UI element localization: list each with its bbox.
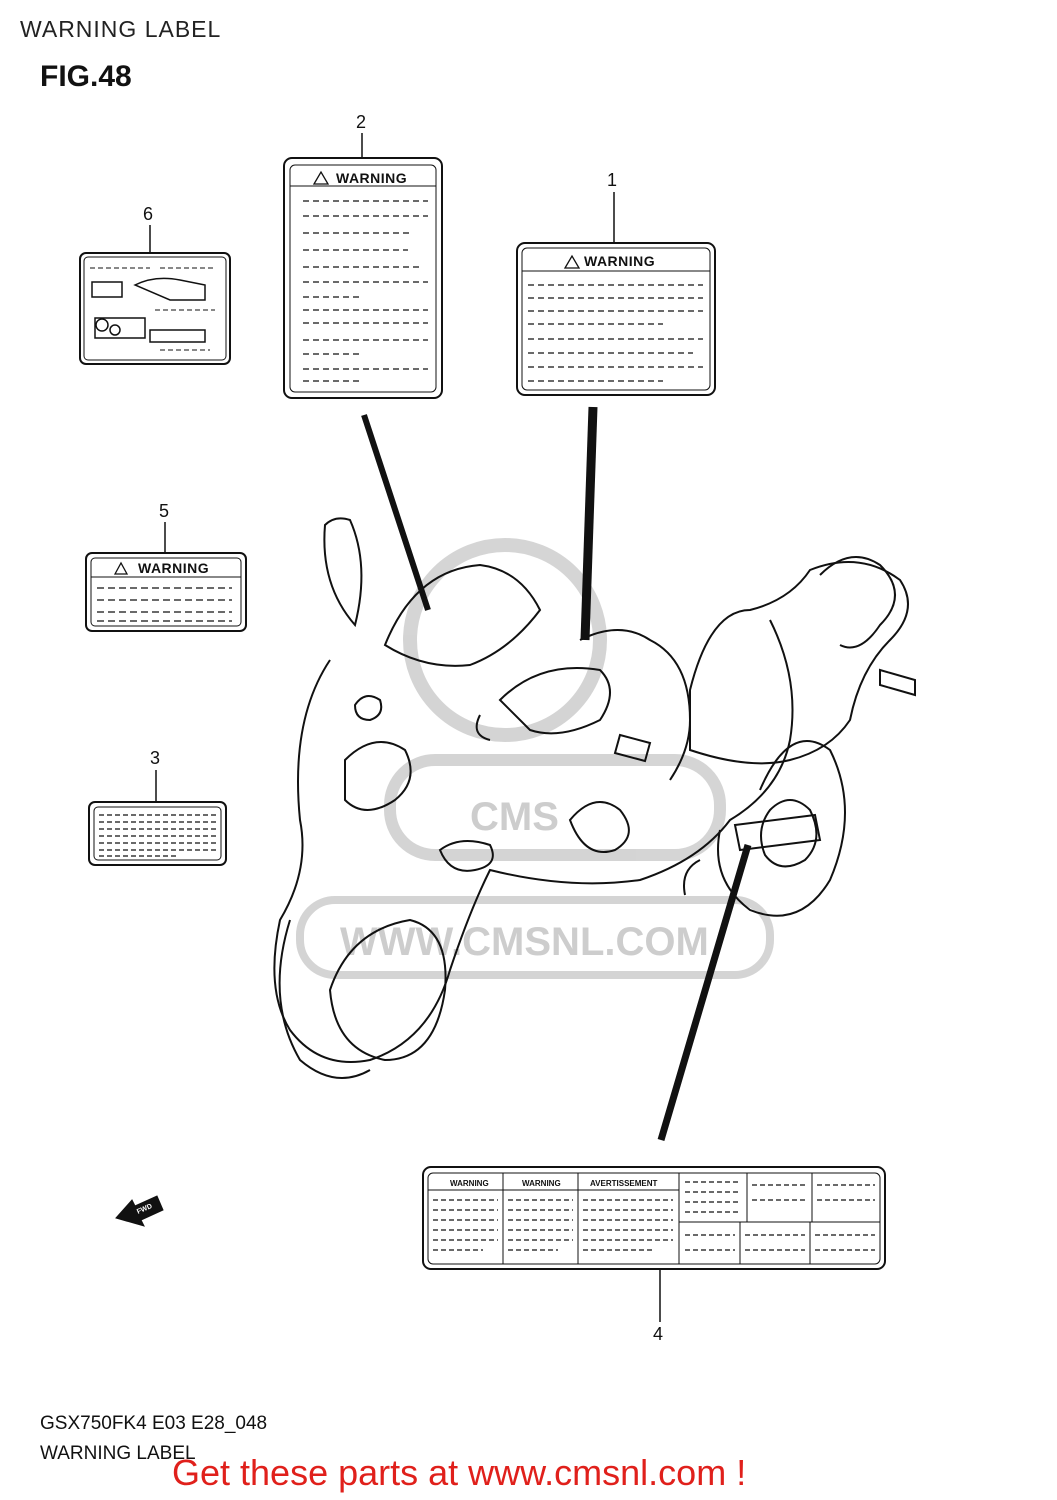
label-4[interactable]: WARNING WARNING AVERTISSEMENT 4 xyxy=(422,1166,886,1344)
label-2-warning-title: WARNING xyxy=(336,170,407,186)
model-code: GSX750FK4 E03 E28_048 xyxy=(40,1413,268,1434)
watermark-brand: CMS xyxy=(470,795,559,839)
callout-4: 4 xyxy=(653,1324,663,1344)
callout-3: 3 xyxy=(150,748,160,768)
label-4-warning-es: WARNING xyxy=(522,1179,561,1188)
fwd-arrow-icon: FWD xyxy=(115,1195,164,1227)
motorcycle-illustration xyxy=(273,517,916,1079)
callout-2: 2 xyxy=(356,112,366,132)
promo-link[interactable]: Get these parts at www.cmsnl.com ! xyxy=(172,1452,747,1493)
label-1-warning-title: WARNING xyxy=(584,253,655,269)
label-1[interactable]: 1 WARNING xyxy=(516,170,716,396)
footer-title: WARNING LABEL xyxy=(40,1443,196,1464)
label-4-warning-en: WARNING xyxy=(450,1179,489,1188)
label-5-warning-title: WARNING xyxy=(138,560,209,576)
cmsnl-watermark: CMS WWW.CMSNL.COM xyxy=(296,538,774,979)
label-4-avertissement: AVERTISSEMENT xyxy=(590,1179,658,1188)
label-6[interactable]: 6 xyxy=(79,204,231,365)
figure-title: FIG.48 xyxy=(40,60,132,93)
callout-1: 1 xyxy=(607,170,617,190)
label-2[interactable]: 2 WARNING xyxy=(283,112,443,399)
label-5[interactable]: 5 WARNING xyxy=(85,501,247,632)
page-header: WARNING LABEL xyxy=(20,16,222,42)
leader-lines xyxy=(361,406,752,1141)
callout-6: 6 xyxy=(143,204,153,224)
watermark-site: WWW.CMSNL.COM xyxy=(340,920,709,964)
callout-5: 5 xyxy=(159,501,169,521)
label-3[interactable]: 3 xyxy=(88,748,227,866)
